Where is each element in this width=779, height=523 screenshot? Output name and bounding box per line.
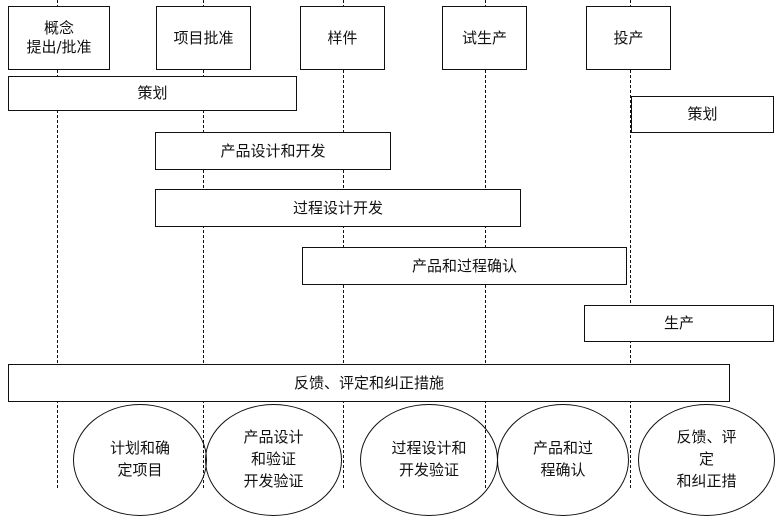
stage-circle-process-design: 过程设计和 开发验证	[360, 404, 498, 516]
phase-production: 生产	[584, 305, 774, 342]
milestone-launch-label: 投产	[613, 28, 644, 47]
stage-circle-feedback-text: 反馈、评 定 和纠正措	[676, 428, 737, 490]
phase-validation-label: 产品和过程确认	[411, 256, 517, 275]
milestone-line-launch	[630, 0, 631, 488]
milestone-concept: 概念 提出/批准	[8, 6, 110, 70]
milestone-project-approval-label: 项目批准	[173, 28, 234, 47]
stage-circle-plan-text: 计划和确 定项目	[109, 439, 170, 479]
milestone-pilot-production-label: 试生产	[461, 28, 507, 47]
phase-planning-after: 策划	[631, 96, 774, 133]
milestone-prototype-label: 样件	[327, 28, 358, 47]
stage-circle-product-design-text: 产品设计 和验证 开发验证	[243, 428, 304, 490]
phase-process-design-label: 过程设计开发	[292, 198, 383, 217]
stage-circle-feedback: 反馈、评 定 和纠正措	[638, 404, 775, 516]
stage-circle-plan: 计划和确 定项目	[73, 404, 207, 516]
stage-circle-validation-text: 产品和过 程确认	[532, 439, 593, 479]
milestone-line-concept	[57, 0, 58, 488]
phase-feedback-label: 反馈、评定和纠正措施	[293, 373, 444, 392]
phase-production-label: 生产	[663, 314, 694, 333]
phase-planning: 策划	[8, 76, 297, 111]
phase-process-design: 过程设计开发	[155, 189, 521, 227]
phase-validation: 产品和过程确认	[302, 247, 627, 285]
phase-planning-after-label: 策划	[687, 105, 718, 124]
stage-circle-validation: 产品和过 程确认	[497, 404, 629, 516]
phase-feedback: 反馈、评定和纠正措施	[8, 364, 730, 402]
phase-product-design: 产品设计和开发	[155, 132, 391, 170]
milestone-pilot-production: 试生产	[442, 6, 527, 70]
milestone-prototype: 样件	[300, 6, 385, 70]
milestone-concept-line2: 提出/批准	[26, 38, 92, 56]
milestone-project-approval: 项目批准	[156, 6, 251, 70]
milestone-line-prototype	[343, 0, 344, 488]
phase-planning-label: 策划	[137, 84, 168, 103]
phase-product-design-label: 产品设计和开发	[220, 141, 326, 160]
milestone-line-pilot	[485, 0, 486, 488]
stage-circle-product-design: 产品设计 和验证 开发验证	[205, 404, 342, 516]
milestone-line-project-approval	[203, 0, 204, 488]
milestone-launch: 投产	[586, 6, 671, 70]
stage-circle-process-design-text: 过程设计和 开发验证	[391, 439, 467, 479]
milestone-concept-line1: 概念	[43, 19, 74, 38]
